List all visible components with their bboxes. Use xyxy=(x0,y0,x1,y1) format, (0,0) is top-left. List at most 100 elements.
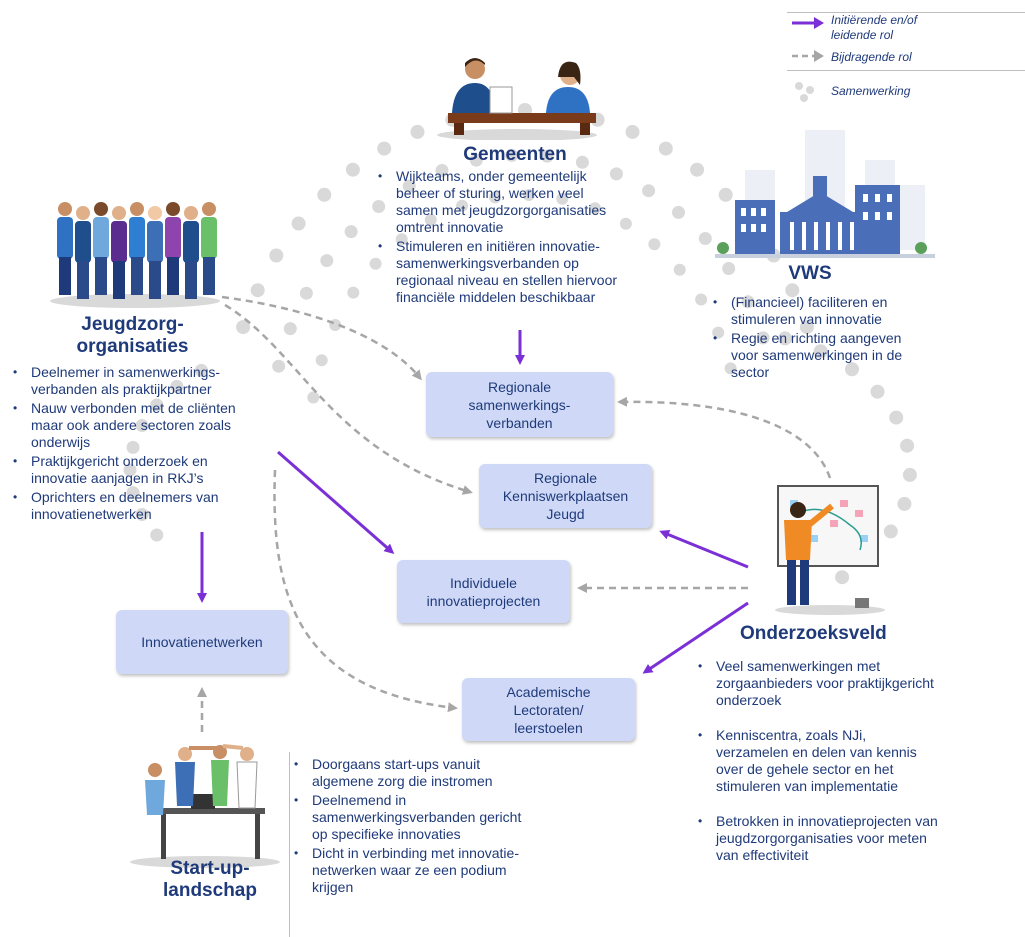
collaboration-dot xyxy=(377,141,392,156)
person-body xyxy=(201,217,217,259)
box-regionale-kenniswerkplaatsen: Regionale Kenniswerkplaatsen Jeugd xyxy=(479,464,652,528)
collaboration-dot xyxy=(658,141,673,156)
box-label: Individuele innovatieprojecten xyxy=(426,574,541,609)
gemeenten-bullet: Stimuleren en initiëren innovatie- samen… xyxy=(370,238,690,306)
person-body xyxy=(111,221,127,263)
collaboration-dot xyxy=(317,187,332,202)
collaboration-dot xyxy=(345,162,360,177)
box-innovatienetwerken: Innovatienetwerken xyxy=(116,610,288,674)
arrow-onderzoek-to-academische xyxy=(642,601,749,674)
box-label: Academische Lectoraten/ leerstoelen xyxy=(506,683,591,736)
arrow-onderzoek-to-samenwerkingsverbanden xyxy=(617,396,832,479)
collaboration-dot xyxy=(291,216,306,231)
arrow-jeugdzorg-to-kenniswerkplaatsen xyxy=(224,303,473,495)
person-legs xyxy=(131,257,143,295)
person-head xyxy=(76,206,90,220)
collaboration-dot xyxy=(575,155,589,169)
person-body xyxy=(129,217,145,259)
jeugdzorg-people-illustration xyxy=(50,202,220,308)
person-legs xyxy=(185,261,197,299)
person-legs xyxy=(77,261,89,299)
jeugdzorg-bullet: Oprichters en deelnemers van innovatiene… xyxy=(5,489,295,523)
startup-title: Start-up- landschap xyxy=(163,858,257,901)
startup-bullets: Doorgaans start-ups vanuit algemene zorg… xyxy=(286,756,586,898)
collaboration-dot xyxy=(625,124,640,139)
box-individuele-innovatieprojecten: Individuele innovatieprojecten xyxy=(397,560,570,623)
collaboration-dot xyxy=(307,391,320,404)
person-head xyxy=(148,206,162,220)
collaboration-dot xyxy=(505,148,519,162)
person-head xyxy=(58,202,72,216)
person-body xyxy=(183,221,199,263)
person-body xyxy=(75,221,91,263)
jeugdzorg-bullet: Praktijkgericht onderzoek en innovatie a… xyxy=(5,453,295,487)
onderzoeksveld-researcher-illustration xyxy=(775,485,885,615)
legend-initiating-label: Initiërende en/of leidende rol xyxy=(831,13,918,42)
legend-contributing-label: Bijdragende rol xyxy=(831,50,912,64)
person-head xyxy=(202,202,216,216)
legend-collaboration-label: Samenwerking xyxy=(831,84,911,98)
gemeenten-meeting-illustration xyxy=(437,58,597,140)
legend-separator-top xyxy=(787,12,1025,13)
jeugdzorg-bullet: Deelnemer in samenwerkings- verbanden al… xyxy=(5,364,295,398)
startup-team-illustration xyxy=(130,744,280,868)
collaboration-dot xyxy=(469,153,483,167)
person-body xyxy=(165,217,181,259)
person-body xyxy=(147,221,163,263)
vws-bullet: (Financieel) faciliteren en stimuleren v… xyxy=(705,294,995,328)
arrow-jeugdzorg-to-innovatieprojecten xyxy=(277,450,395,554)
onderzoeksveld-bullet: Veel samenwerkingen met zorgaanbieders v… xyxy=(690,658,1010,709)
person-body xyxy=(57,217,73,259)
person-legs xyxy=(203,257,215,295)
person-head xyxy=(166,202,180,216)
vws-title: VWS xyxy=(788,263,832,284)
legend-icons xyxy=(792,17,824,102)
collaboration-dot xyxy=(902,467,917,482)
box-regionale-samenwerkingsverbanden: Regionale samenwerkings- verbanden xyxy=(426,372,613,437)
person-legs xyxy=(149,261,161,299)
collaboration-dot xyxy=(870,384,885,399)
collaboration-dot xyxy=(344,225,358,239)
person-head xyxy=(184,206,198,220)
gemeenten-bullets: Wijkteams, onder gemeentelijk beheer of … xyxy=(370,168,690,308)
onderzoeksveld-title: Onderzoeksveld xyxy=(740,623,887,644)
collaboration-dot xyxy=(889,410,904,425)
collaboration-dot xyxy=(410,124,425,139)
startup-bullet: Doorgaans start-ups vanuit algemene zorg… xyxy=(286,756,586,790)
collaboration-dot xyxy=(540,149,554,163)
person-legs xyxy=(167,257,179,295)
collaboration-dot xyxy=(150,528,164,542)
person-head xyxy=(130,202,144,216)
jeugdzorg-bullets: Deelnemer in samenwerkings- verbanden al… xyxy=(5,364,295,525)
arrow-onderzoek-to-kenniswerkplaatsen xyxy=(659,530,749,569)
person-legs xyxy=(113,261,125,299)
vws-bullet: Regie en richting aangeven voor samenwer… xyxy=(705,330,995,381)
person-legs xyxy=(59,257,71,295)
collaboration-dot xyxy=(718,187,733,202)
collaboration-dot xyxy=(835,570,850,585)
vws-bullets: (Financieel) faciliteren en stimuleren v… xyxy=(705,294,995,383)
jeugdzorg-title: Jeugdzorg- organisaties xyxy=(76,314,189,357)
onderzoeksveld-bullets: Veel samenwerkingen met zorgaanbieders v… xyxy=(690,658,1010,866)
collaboration-dot xyxy=(250,283,265,298)
person-head xyxy=(94,202,108,216)
onderzoeksveld-bullet: Kenniscentra, zoals NJi, verzamelen en d… xyxy=(690,727,1010,795)
startup-bullet: Deelnemend in samenwerkingsverbanden ger… xyxy=(286,792,586,843)
collaboration-dot xyxy=(347,286,360,299)
box-academische-lectoraten: Academische Lectoraten/ leerstoelen xyxy=(462,678,635,741)
collaboration-dot xyxy=(299,286,313,300)
collaboration-dot xyxy=(236,320,251,335)
collaboration-dot xyxy=(900,438,915,453)
jeugdzorg-bullet: Nauw verbonden met de cliënten maar ook … xyxy=(5,400,295,451)
collaboration-dot xyxy=(283,322,297,336)
collaboration-dot xyxy=(698,232,712,245)
person-legs xyxy=(95,257,107,295)
collaboration-dot xyxy=(320,254,334,268)
collaboration-dot xyxy=(269,248,284,263)
legend-separator-bottom xyxy=(787,70,1025,71)
collaboration-dot xyxy=(722,262,736,275)
initiating-arrows xyxy=(197,330,749,674)
onderzoeksveld-bullet: Betrokken in innovatieprojecten van jeug… xyxy=(690,813,1010,864)
person-body xyxy=(93,217,109,259)
